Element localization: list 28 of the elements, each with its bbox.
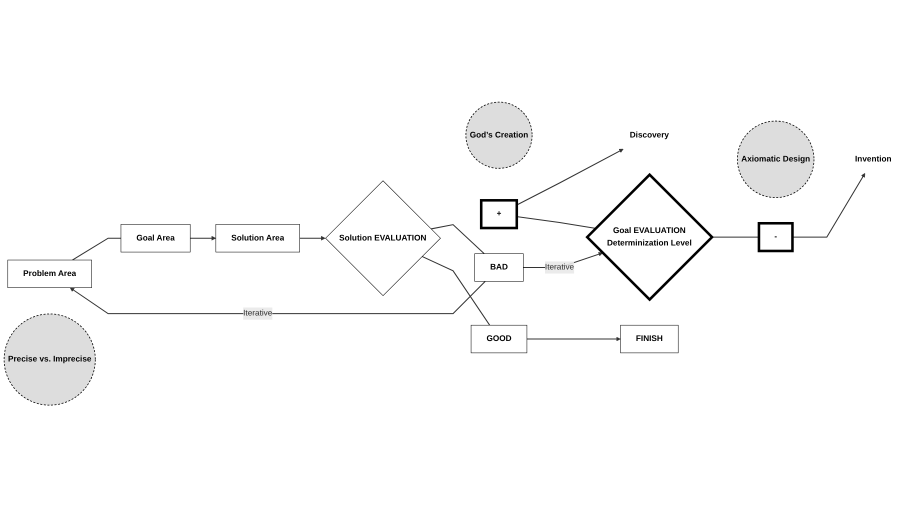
node-circle: Axiomatic Design (737, 121, 814, 198)
connector (712, 236, 759, 238)
connector (422, 256, 490, 326)
node-box: - (758, 222, 794, 253)
connector (430, 224, 484, 254)
node-box: GOOD (470, 325, 528, 354)
node-circle: God’s Creation (466, 102, 532, 170)
node-box: Problem Area (8, 260, 92, 288)
node-box: + (480, 199, 518, 230)
node-box: Solution Area (216, 224, 300, 253)
edge-label: Iterative (544, 263, 574, 272)
arrow (190, 236, 216, 241)
node-circle: Precise vs. Imprecise (4, 314, 96, 406)
node-diamond: Solution EVALUATION (325, 180, 441, 296)
connector (72, 238, 121, 261)
node-diamond: Goal EVALUATION Determinization Level (585, 173, 714, 302)
arrow (792, 173, 866, 238)
arrow (300, 236, 326, 241)
node-box: BAD (474, 254, 524, 282)
node-text: Discovery (630, 130, 669, 140)
node-text: Invention (855, 155, 892, 164)
arrow (526, 337, 621, 342)
arrow (70, 281, 486, 315)
connector (516, 216, 596, 230)
arrow (516, 149, 624, 206)
node-box: FINISH (620, 325, 678, 354)
node-box: Goal Area (120, 224, 190, 253)
edge-label: Iterative (243, 309, 272, 318)
